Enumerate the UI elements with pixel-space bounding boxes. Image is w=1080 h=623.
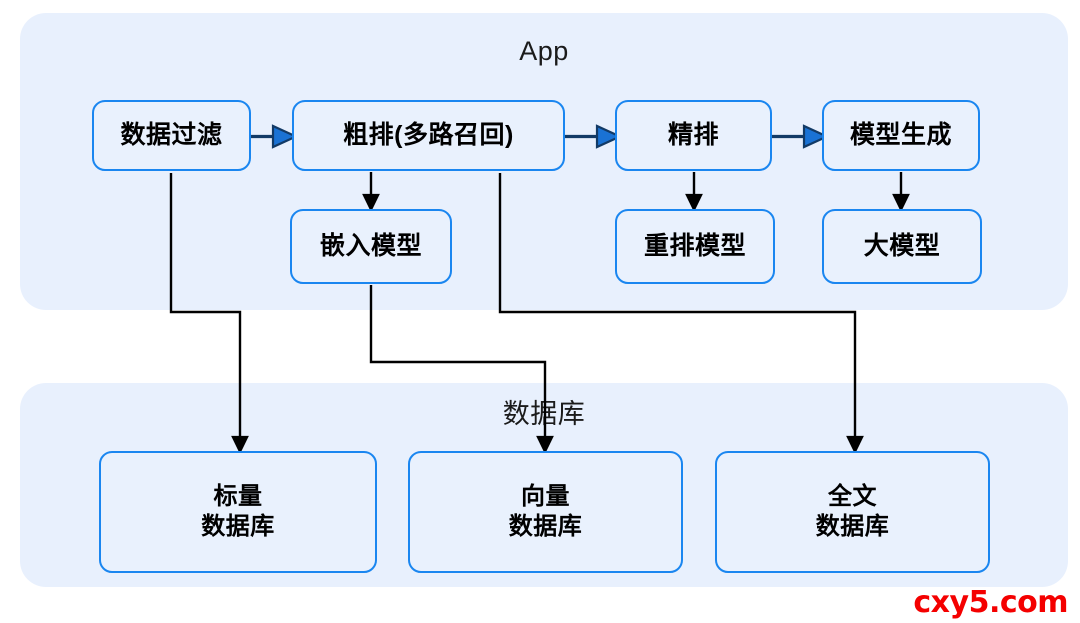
node-scalar-database[interactable]: 标量 数据库 bbox=[99, 451, 377, 573]
node-model-generation[interactable]: 模型生成 bbox=[822, 100, 980, 171]
node-vector-database[interactable]: 向量 数据库 bbox=[408, 451, 683, 573]
node-fulltext-database[interactable]: 全文 数据库 bbox=[715, 451, 990, 573]
node-data-filter[interactable]: 数据过滤 bbox=[92, 100, 251, 171]
node-fine-ranking[interactable]: 精排 bbox=[615, 100, 772, 171]
app-group-title: App bbox=[519, 36, 569, 66]
watermark-label: cxy5.com bbox=[913, 585, 1068, 620]
database-group-title: 数据库 bbox=[502, 399, 586, 429]
node-coarse-ranking[interactable]: 粗排(多路召回) bbox=[292, 100, 565, 171]
node-large-model[interactable]: 大模型 bbox=[822, 209, 982, 284]
node-rerank-model[interactable]: 重排模型 bbox=[615, 209, 775, 284]
node-embedding-model[interactable]: 嵌入模型 bbox=[290, 209, 452, 284]
